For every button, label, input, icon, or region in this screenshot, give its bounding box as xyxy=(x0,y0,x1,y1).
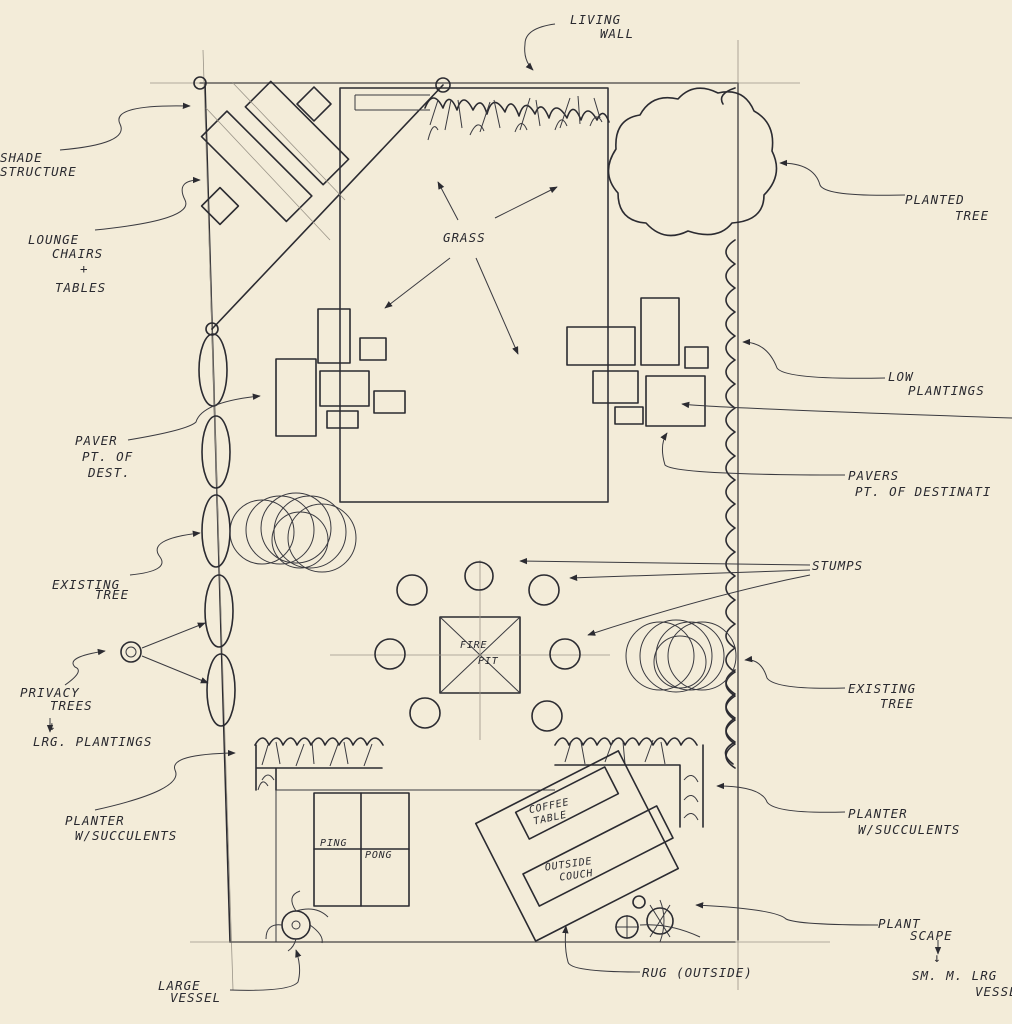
label-large-vessel: LARGE VESSEL xyxy=(158,978,221,1005)
label-pavers-left: PAVER PT. OF DEST. xyxy=(75,433,142,480)
label-pong: PONG xyxy=(365,850,392,861)
label-lounge-chairs: LOUNGE CHAIRS + TABLES xyxy=(28,232,112,295)
label-plant-scape: PLANT SCAPE ↓ SM. M. LRG VESSE xyxy=(878,916,1012,999)
property-boundary xyxy=(150,40,830,991)
label-shade-structure: SHADE STRUCTURE xyxy=(0,150,77,179)
label-planter-left: PLANTER W/SUCCULENTS xyxy=(65,813,177,843)
label-existing-tree-right: EXISTING TREE xyxy=(848,681,925,711)
label-rug: RUG (OUTSIDE) xyxy=(642,965,753,980)
label-ping: PING xyxy=(320,838,347,849)
living-wall-plants xyxy=(424,95,610,141)
ping-pong-table xyxy=(313,792,410,907)
coffee-table xyxy=(514,766,620,840)
label-fire-pit: FIRE PIT xyxy=(460,640,499,667)
stumps xyxy=(374,561,581,732)
pavers-left xyxy=(275,308,406,437)
planter-right xyxy=(554,737,704,828)
fire-pit xyxy=(330,560,610,740)
label-planted-tree: PLANTED TREE xyxy=(905,192,989,223)
label-pavers-right: PAVERS PT. OF DESTINATI xyxy=(848,468,991,499)
large-vessel xyxy=(265,890,329,952)
pavers-right xyxy=(566,297,709,427)
label-living-wall: LIVING WALL xyxy=(570,12,634,41)
leader-lines xyxy=(46,23,1012,991)
label-existing-tree-left: EXISTING TREE xyxy=(52,577,129,602)
outside-couch xyxy=(522,805,674,907)
corner-post-w xyxy=(205,322,219,336)
label-planter-right: PLANTER W/SUCCULENTS xyxy=(848,806,960,837)
existing-tree-left xyxy=(229,492,357,573)
planter-left xyxy=(254,737,384,791)
label-stumps: STUMPS xyxy=(812,558,863,573)
shade-structure xyxy=(200,80,350,241)
privacy-tree-small xyxy=(120,622,209,684)
existing-tree-right xyxy=(625,619,737,693)
label-grass: GRASS xyxy=(443,230,486,245)
plant-scape-vessels xyxy=(615,895,701,943)
label-privacy-trees: PRIVACY TREES ↓ LRG. PLANTINGS xyxy=(20,685,152,749)
label-outside-couch: OUTSIDE COUCH xyxy=(544,855,601,885)
grass-arrows xyxy=(384,181,558,355)
corner-post-nw xyxy=(193,76,207,90)
label-low-plantings: LOW PLANTINGS xyxy=(888,369,985,398)
grass-area xyxy=(211,84,609,503)
planted-tree xyxy=(607,87,778,237)
corner-post-n xyxy=(435,77,451,93)
